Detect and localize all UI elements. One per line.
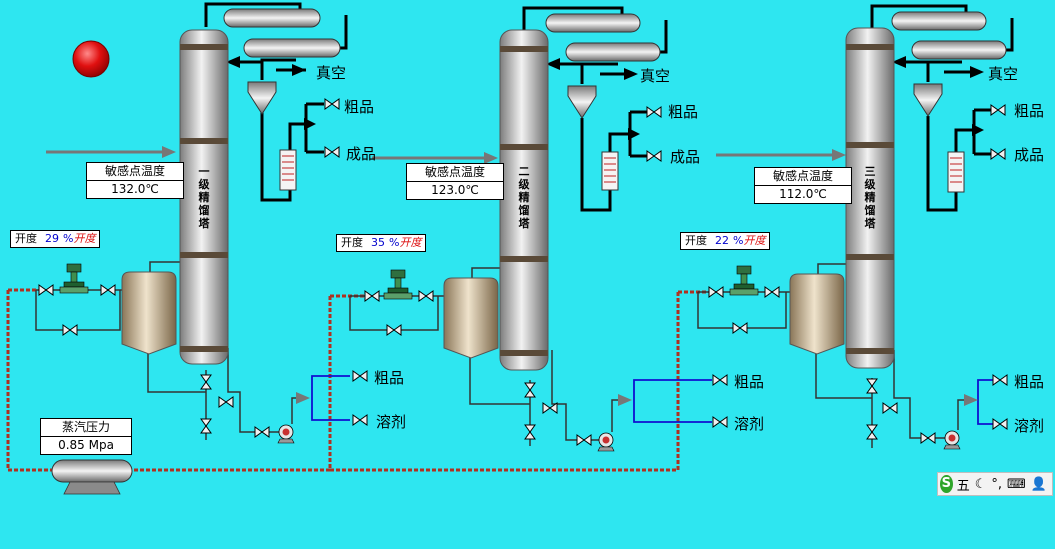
tower-2-crude-label: 粗品 bbox=[668, 103, 699, 121]
tower-1-vacuum-label: 真空 bbox=[316, 64, 347, 82]
unit-2-condenser-lower bbox=[565, 42, 661, 62]
tower-1-bottom-crude-label: 粗品 bbox=[374, 369, 405, 387]
valve-2-opening-unit: % bbox=[389, 236, 400, 249]
unit-1-reflux-arrow bbox=[226, 56, 240, 68]
valve-1-opening-value: 29 bbox=[45, 232, 59, 245]
valve-3-opening-value: 22 bbox=[715, 234, 729, 247]
tower-2-bottom-solvent-label: 溶剂 bbox=[734, 415, 765, 433]
steam-pressure-value: 0.85 Mpa bbox=[58, 438, 114, 452]
tower-2-bottom-crude-label: 粗品 bbox=[734, 373, 765, 391]
unit-2-reflux-arrow bbox=[546, 58, 560, 70]
ime-mode[interactable]: 五 bbox=[956, 478, 970, 494]
valve-3-opening-label: 开度 bbox=[685, 234, 707, 247]
tower-3-sensor-panel: 敏感点温度 112.0℃ bbox=[754, 167, 852, 204]
unit-3-condenser-lower bbox=[911, 40, 1007, 60]
tower-1-sensor-value: 132.0℃ bbox=[111, 182, 159, 196]
valve-1-opening-unit: % bbox=[63, 232, 74, 245]
ime-toolbar[interactable]: S 五 ☾ °, ⌨ 👤 bbox=[937, 472, 1053, 496]
column-3 bbox=[845, 27, 895, 369]
unit-2-flowmeter bbox=[601, 151, 619, 191]
unit-1-reflux-drum bbox=[247, 81, 277, 115]
feed-lines bbox=[46, 150, 840, 160]
valve-2-opening-value: 35 bbox=[371, 236, 385, 249]
steam-header-pipe bbox=[6, 288, 706, 472]
moon-icon[interactable]: ☾ bbox=[974, 476, 987, 492]
tower-1-crude-label: 粗品 bbox=[344, 98, 375, 116]
unit-1-condenser-upper bbox=[223, 8, 321, 28]
tower-1-name: 一级精馏塔 bbox=[198, 165, 210, 230]
unit-3-reflux-arrow bbox=[892, 56, 906, 68]
unit-1-solvent-pipe bbox=[311, 375, 350, 421]
steam-pressure-panel: 蒸汽压力 0.85 Mpa bbox=[40, 418, 132, 455]
valve-1-opening-label: 开度 bbox=[15, 232, 37, 245]
tower-3-crude-label: 粗品 bbox=[1014, 102, 1045, 120]
tower-3-bottom-crude-label: 粗品 bbox=[1014, 373, 1045, 391]
unit-3-condenser-upper bbox=[891, 11, 987, 31]
unit-3-product-arrow bbox=[972, 124, 984, 136]
unit-2-pump-arrow bbox=[618, 394, 632, 406]
unit-2-reflux-drum bbox=[567, 85, 597, 119]
tower-3-vacuum-label: 真空 bbox=[988, 65, 1019, 83]
tower-1-product-label: 成品 bbox=[346, 145, 377, 163]
tower-3-bottom-solvent-label: 溶剂 bbox=[1014, 417, 1045, 435]
punctuation-icon[interactable]: °, bbox=[991, 476, 1003, 492]
tower-2-sensor-panel: 敏感点温度 123.0℃ bbox=[406, 163, 504, 200]
steam-pressure-label: 蒸汽压力 bbox=[41, 419, 131, 437]
tower-1-sensor-label: 敏感点温度 bbox=[87, 163, 183, 181]
unit-3-reflux-drum bbox=[913, 83, 943, 117]
tower-2-sensor-label: 敏感点温度 bbox=[407, 164, 503, 182]
reboiler-2 bbox=[443, 277, 499, 359]
ime-logo-icon[interactable]: S bbox=[940, 475, 953, 493]
unit-1-condenser-lower bbox=[243, 38, 341, 58]
unit-3-solvent-pipe bbox=[977, 379, 996, 425]
column-2 bbox=[499, 29, 549, 371]
tower-3-product-label: 成品 bbox=[1014, 146, 1045, 164]
valve-1-opening-label-2: 开度 bbox=[73, 232, 96, 245]
tower-3-name: 三级精馏塔 bbox=[864, 165, 876, 230]
unit-2-product-arrow bbox=[628, 128, 640, 140]
tower-2-name: 二级精馏塔 bbox=[518, 165, 530, 230]
tower-1-bottom-solvent-label: 溶剂 bbox=[376, 413, 407, 431]
tower-3-sensor-value: 112.0℃ bbox=[779, 187, 827, 201]
tower-2-vacuum-label: 真空 bbox=[640, 67, 671, 85]
tower-2-sensor-value: 123.0℃ bbox=[431, 183, 479, 197]
feed-arrow-3 bbox=[832, 149, 846, 161]
column-1 bbox=[179, 29, 229, 365]
feed-arrow-2 bbox=[484, 152, 498, 164]
unit-2-condenser-upper bbox=[545, 13, 641, 33]
tower-2-product-label: 成品 bbox=[670, 148, 701, 166]
valve-2-opening-label: 开度 bbox=[341, 236, 363, 249]
unit-1-pump-arrow bbox=[296, 392, 310, 404]
user-icon[interactable]: 👤 bbox=[1030, 476, 1047, 492]
reboiler-1 bbox=[121, 271, 177, 355]
alarm-lamp[interactable] bbox=[72, 40, 110, 78]
valve-3-opening-unit: % bbox=[733, 234, 744, 247]
valve-2-opening-label-2: 开度 bbox=[399, 236, 422, 249]
reboiler-3 bbox=[789, 273, 845, 355]
tower-1-sensor-panel: 敏感点温度 132.0℃ bbox=[86, 162, 184, 199]
unit-3-pump-arrow bbox=[964, 394, 978, 406]
keyboard-icon[interactable]: ⌨ bbox=[1007, 476, 1026, 492]
unit-2-vacuum-arrow bbox=[624, 68, 638, 80]
unit-3-vacuum-arrow bbox=[970, 66, 984, 78]
feed-arrow-1 bbox=[162, 146, 176, 158]
valve-3-opening-label-2: 开度 bbox=[743, 234, 766, 247]
steam-drum bbox=[51, 459, 133, 495]
tower-3-sensor-label: 敏感点温度 bbox=[755, 168, 851, 186]
unit-2-solvent-pipe bbox=[633, 379, 712, 423]
unit-1-product-arrow bbox=[304, 118, 316, 130]
